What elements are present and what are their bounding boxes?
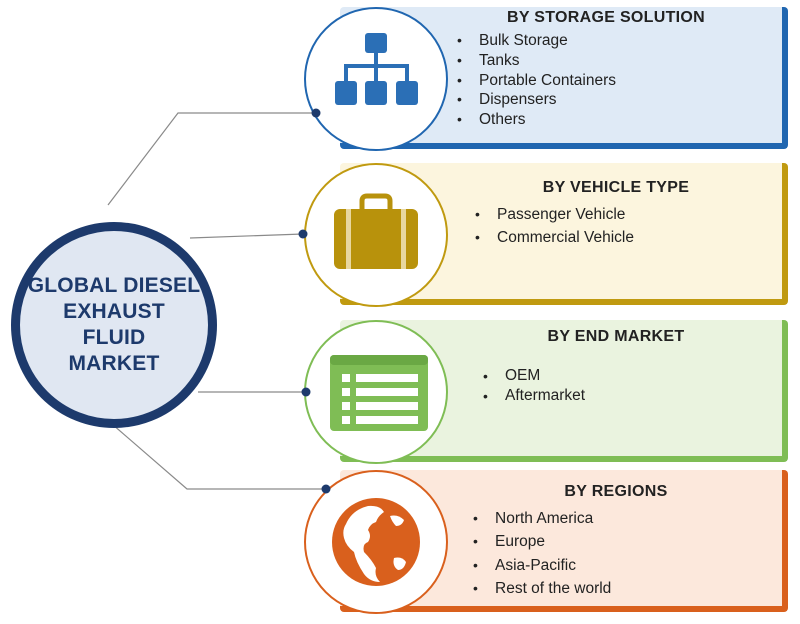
center-title-line: FLUID <box>82 326 146 349</box>
globe-icon <box>332 498 420 586</box>
hierarchy-icon <box>335 33 418 105</box>
item-list: North America Europe Asia-Pacific Rest o… <box>473 507 611 600</box>
center-title-line: EXHAUST <box>63 300 165 323</box>
icon-circle-vehicle <box>304 163 448 307</box>
list-item: Portable Containers <box>457 71 616 91</box>
center-title-line: MARKET <box>68 352 160 375</box>
panel-heading: BY REGIONS <box>564 483 668 500</box>
item-list: Bulk Storage Tanks Portable Containers D… <box>457 31 616 130</box>
connector-storage <box>107 112 316 206</box>
list-item: Asia-Pacific <box>473 554 611 578</box>
list-board-icon <box>330 355 428 431</box>
center-circle: GLOBAL DIESEL EXHAUST FLUID MARKET <box>11 222 217 428</box>
list-item: OEM <box>483 366 585 386</box>
list-item: Europe <box>473 530 611 554</box>
list-item: Bulk Storage <box>457 31 616 51</box>
connector-regions <box>111 423 326 490</box>
list-item: Rest of the world <box>473 577 611 601</box>
center-title: GLOBAL DIESEL EXHAUST FLUID MARKET <box>20 273 208 377</box>
icon-circle-regions <box>304 470 448 614</box>
item-list: OEM Aftermarket <box>483 366 585 406</box>
panel-heading: BY VEHICLE TYPE <box>542 179 690 196</box>
list-item: Aftermarket <box>483 386 585 406</box>
item-list: Passenger Vehicle Commercial Vehicle <box>475 203 634 249</box>
list-item: Passenger Vehicle <box>475 203 634 226</box>
list-item: Tanks <box>457 51 616 71</box>
icon-circle-end-market <box>304 320 448 464</box>
panel-heading: BY STORAGE SOLUTION <box>506 9 706 26</box>
center-title-line: GLOBAL DIESEL <box>27 274 201 297</box>
list-item: Dispensers <box>457 90 616 110</box>
briefcase-icon <box>334 193 418 269</box>
panel-heading: BY END MARKET <box>547 328 685 345</box>
connector-vehicle <box>189 233 304 239</box>
list-item: Commercial Vehicle <box>475 226 634 249</box>
list-item: Others <box>457 110 616 130</box>
icon-circle-storage <box>304 7 448 151</box>
list-item: North America <box>473 507 611 531</box>
